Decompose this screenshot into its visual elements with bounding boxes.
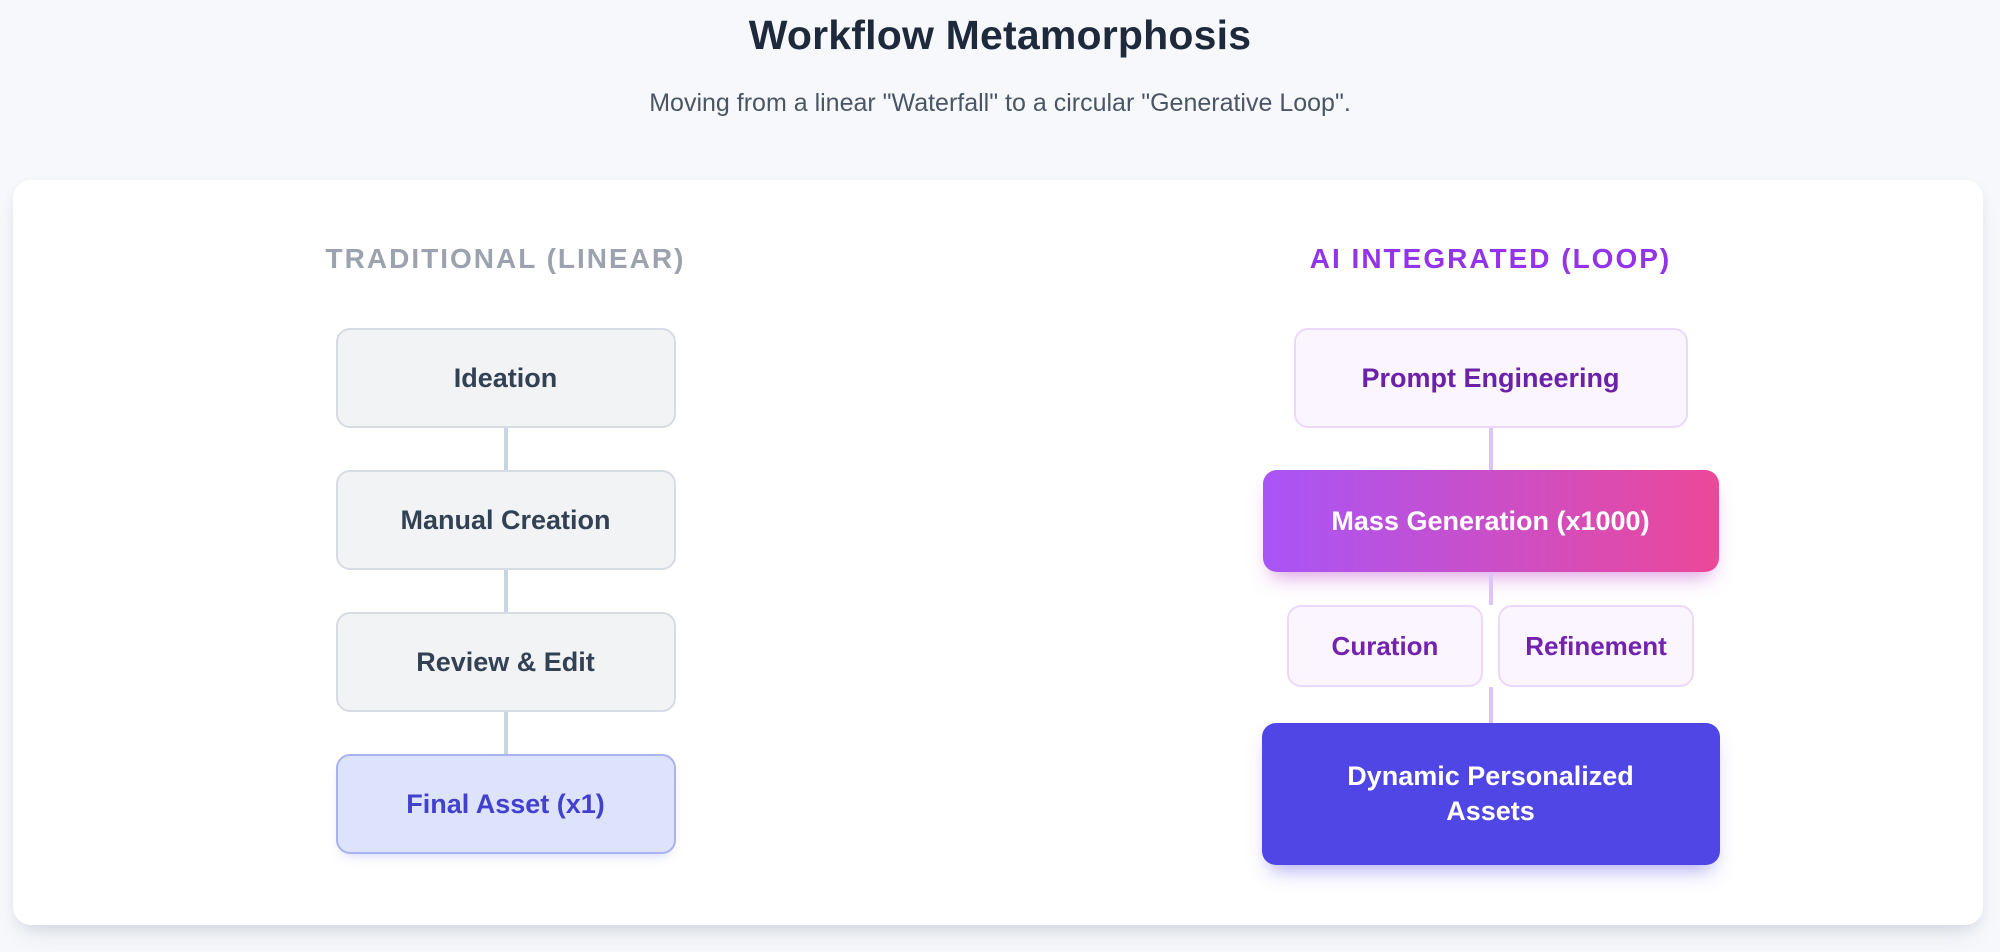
node-ideation-label: Ideation: [453, 362, 558, 393]
ai-header: AI INTEGRATED (LOOP): [1309, 243, 1672, 274]
connector-line: [503, 570, 508, 612]
node-refinement-label: Refinement: [1525, 630, 1667, 661]
node-prompt-engineering-label: Prompt Engineering: [1361, 362, 1620, 393]
node-ideation: Ideation: [335, 328, 676, 428]
connector-line: [1488, 572, 1493, 605]
connector-line: [1488, 428, 1493, 470]
node-dynamic-assets: Dynamic Personalized Assets: [1261, 723, 1720, 865]
node-mass-generation: Mass Generation (x1000): [1262, 470, 1719, 572]
node-review-edit: Review & Edit: [335, 612, 676, 712]
connector-line: [1488, 687, 1493, 723]
node-manual-creation-label: Manual Creation: [400, 504, 611, 535]
node-curation-label: Curation: [1331, 630, 1439, 661]
node-manual-creation: Manual Creation: [335, 470, 676, 570]
node-dynamic-assets-label: Dynamic Personalized Assets: [1347, 761, 1634, 826]
node-final-asset: Final Asset (x1): [335, 754, 676, 854]
page-title: Workflow Metamorphosis: [748, 12, 1252, 58]
traditional-column: TRADITIONAL (LINEAR) Ideation Manual Cre…: [13, 180, 998, 925]
curation-refinement-row: Curation Refinement: [1287, 605, 1694, 687]
ai-column: AI INTEGRATED (LOOP) Prompt Engineering …: [998, 180, 1983, 925]
connector-line: [503, 712, 508, 754]
node-review-edit-label: Review & Edit: [416, 646, 595, 677]
traditional-header: TRADITIONAL (LINEAR): [325, 243, 686, 274]
comparison-card: TRADITIONAL (LINEAR) Ideation Manual Cre…: [13, 180, 1983, 925]
node-curation: Curation: [1287, 605, 1483, 687]
node-prompt-engineering: Prompt Engineering: [1293, 328, 1688, 428]
node-refinement: Refinement: [1498, 605, 1694, 687]
node-mass-generation-label: Mass Generation (x1000): [1331, 505, 1650, 536]
node-final-asset-label: Final Asset (x1): [406, 788, 605, 819]
page-subtitle: Moving from a linear "Waterfall" to a ci…: [649, 89, 1351, 117]
connector-line: [503, 428, 508, 470]
page-header: Workflow Metamorphosis Moving from a lin…: [0, 0, 2000, 180]
